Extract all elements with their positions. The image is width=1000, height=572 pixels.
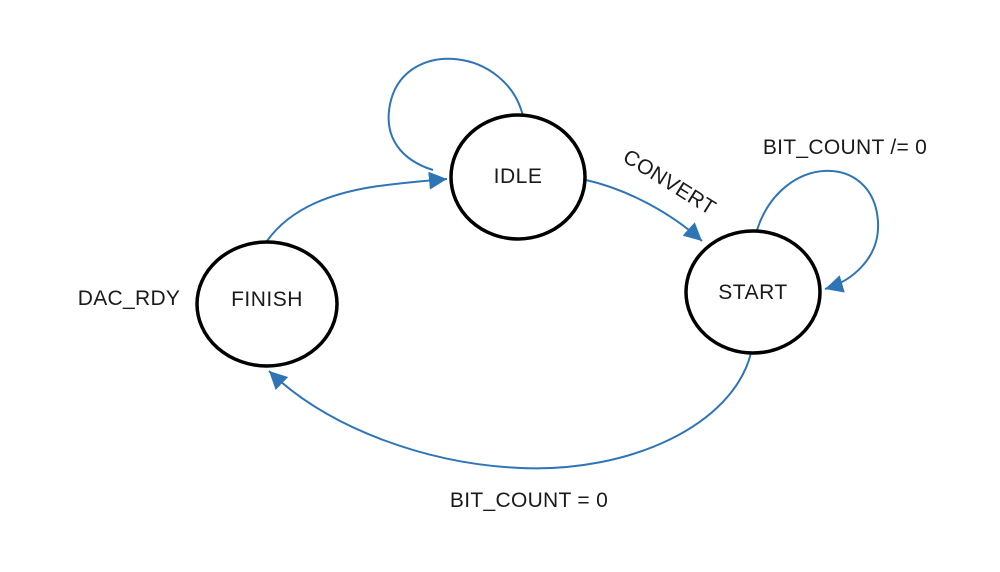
state-label-finish: FINISH	[231, 288, 303, 311]
state-node-finish	[195, 240, 339, 368]
transition-label-dac-rdy: DAC_RDY	[77, 287, 181, 310]
transition-arrow-idle-self	[387, 57, 524, 171]
transition-arrow-finish-idle	[266, 171, 448, 242]
state-node-start	[684, 229, 822, 355]
state-label-idle: IDLE	[493, 165, 543, 188]
state-label-start: START	[718, 281, 788, 304]
state-node-idle	[449, 113, 587, 241]
transition-arrow-start-self	[756, 169, 880, 293]
transition-arrow-start-finish	[268, 352, 752, 470]
transition-arrow-idle-start	[585, 179, 703, 242]
transition-label-bit-count-ne-0: BIT_COUNT /= 0	[762, 136, 928, 159]
transition-label-bit-count-eq-0: BIT_COUNT = 0	[449, 489, 609, 512]
